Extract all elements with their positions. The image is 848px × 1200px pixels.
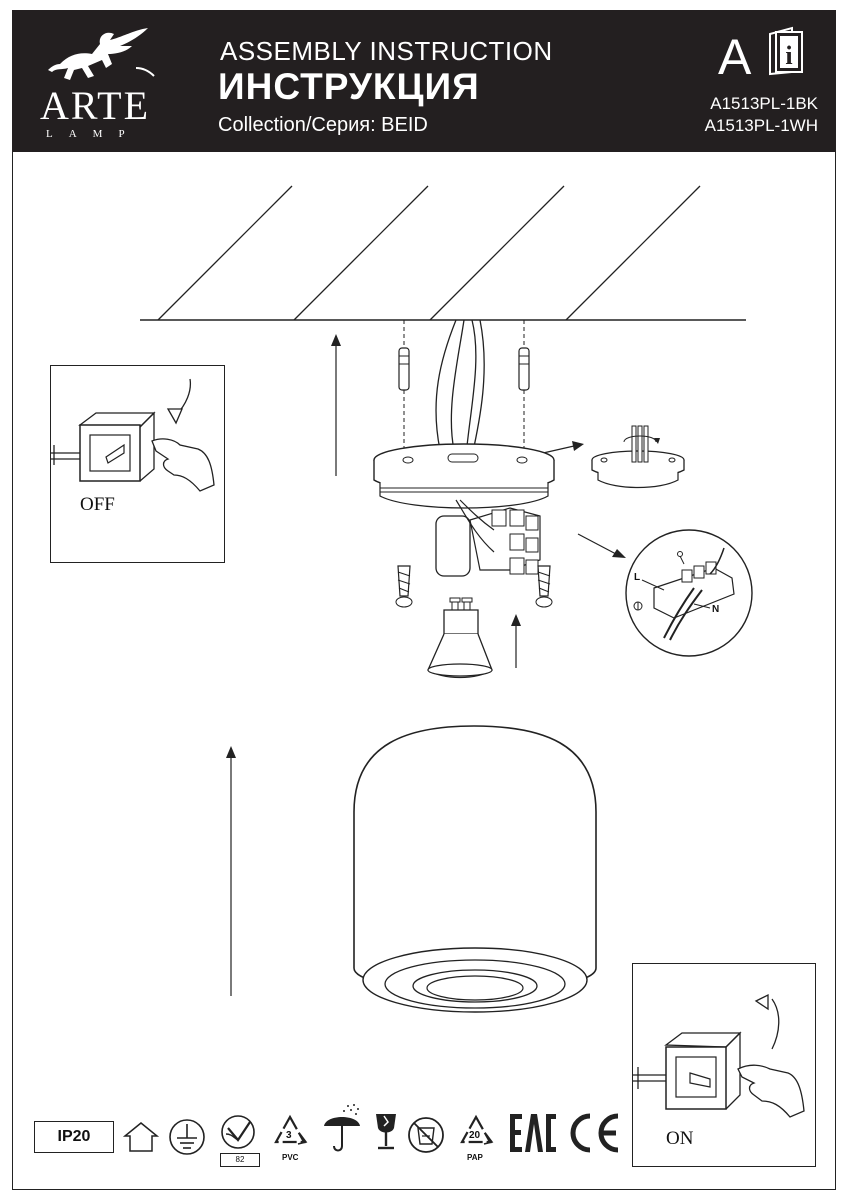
model-code-black: A1513PL-1BK — [710, 94, 818, 113]
pap-number: 20 — [469, 1130, 481, 1141]
fragile-glass-icon — [376, 1114, 396, 1150]
switch-off-icon — [50, 378, 215, 492]
pvc-label: PVC — [282, 1153, 299, 1162]
gu10-bulb-illustration — [427, 597, 493, 679]
ip20-rating-badge: IP20 — [34, 1121, 114, 1153]
wiring-detail-icon — [625, 529, 753, 657]
cover-plate-detail-icon — [591, 425, 685, 489]
pap-label: PAP — [467, 1153, 483, 1162]
ground-protection-icon — [169, 1119, 205, 1155]
keep-dry-umbrella-icon — [324, 1104, 360, 1152]
cylinder-luminaire-illustration — [353, 725, 597, 1013]
certification-mark-icon — [221, 1115, 255, 1149]
index-number-box: 82 — [220, 1153, 260, 1167]
energy-class-letter: A — [718, 29, 752, 85]
ceiling-hatch-illustration — [140, 185, 746, 321]
pap-recycle-icon — [460, 1114, 494, 1145]
pvc-recycle-icon — [274, 1114, 308, 1145]
neutral-wire-label: N — [712, 604, 720, 615]
collection-label: Collection/Серия: BEID — [218, 114, 428, 136]
switch-on-icon — [632, 993, 805, 1118]
off-label: OFF — [80, 494, 115, 515]
eac-mark-icon — [510, 1114, 556, 1152]
ce-mark-icon — [570, 1113, 619, 1153]
pvc-number: 3 — [286, 1130, 292, 1141]
svg-text:i: i — [785, 41, 792, 70]
title-english: ASSEMBLY INSTRUCTION — [220, 36, 553, 66]
header-bar — [12, 10, 836, 152]
info-manual-icon: i — [769, 26, 803, 76]
no-household-waste-icon — [408, 1117, 444, 1153]
brand-subtitle: LAMP — [46, 128, 141, 140]
on-label: ON — [666, 1128, 694, 1149]
brand-name: ARTE — [40, 83, 151, 128]
live-wire-label: L — [634, 572, 641, 583]
mounting-base-illustration — [373, 319, 555, 608]
griffin-logo-icon — [48, 28, 155, 80]
title-russian: ИНСТРУКЦИЯ — [218, 66, 480, 107]
model-code-white: A1513PL-1WH — [704, 116, 818, 135]
indoor-use-icon — [122, 1122, 160, 1152]
